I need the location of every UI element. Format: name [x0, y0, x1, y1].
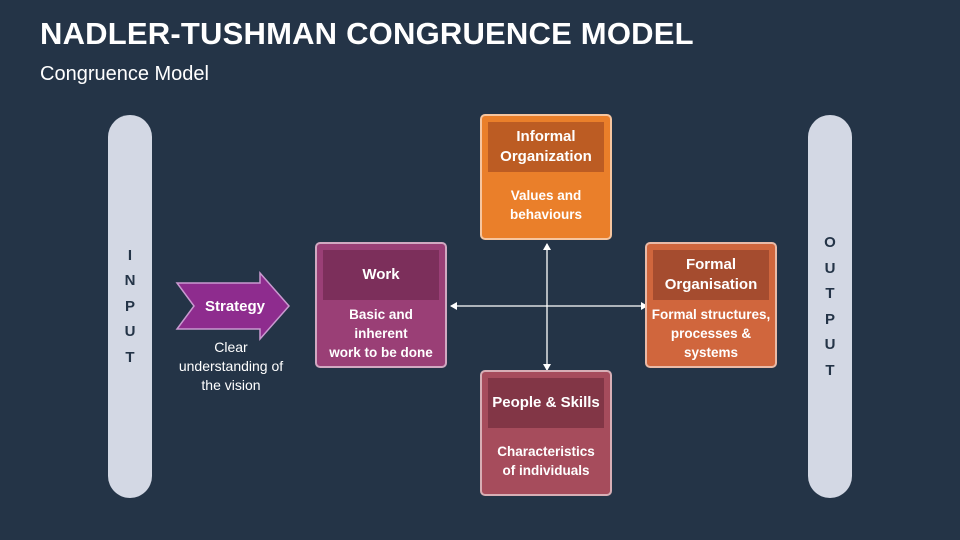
- informal-desc-line: behaviours: [509, 207, 583, 222]
- input-bar: I N P U T: [108, 115, 152, 498]
- work-title: Work: [323, 250, 439, 300]
- output-letter: U: [824, 336, 836, 353]
- strategy-desc-line: Clear: [214, 339, 248, 355]
- input-letter: N: [124, 272, 136, 290]
- formal-desc-line: processes &: [670, 325, 752, 341]
- informal-organization-description: Values and behaviours: [486, 176, 606, 234]
- output-letter: T: [825, 361, 835, 379]
- output-letter: T: [825, 285, 835, 302]
- output-bar: O U T P U T: [808, 115, 852, 498]
- people-desc-line: of individuals: [502, 463, 590, 478]
- strategy-label: Strategy: [204, 297, 266, 315]
- formal-desc-line: Formal structures,: [651, 306, 771, 322]
- output-letter: P: [824, 310, 835, 328]
- people-skills-description: Characteristics of individuals: [486, 432, 606, 490]
- people-skills-box: People & Skills Characteristics of indiv…: [480, 370, 612, 496]
- input-letter: U: [124, 323, 136, 341]
- informal-title-line: Informal: [516, 128, 576, 145]
- strategy-desc-line: understanding of: [178, 358, 284, 374]
- formal-organisation-description: Formal structures, processes & systems: [651, 304, 771, 362]
- page-subtitle: Congruence Model: [40, 63, 209, 85]
- input-letter: I: [127, 246, 133, 264]
- input-bar-label: I N P U T: [125, 243, 136, 371]
- formal-desc-line: systems: [683, 344, 739, 360]
- output-letter: U: [824, 259, 836, 277]
- work-box: Work Basic and inherent work to be done: [315, 242, 447, 368]
- people-desc-line: Characteristics: [497, 444, 595, 459]
- formal-title-line: Organisation: [664, 276, 758, 293]
- work-description: Basic and inherent work to be done: [321, 304, 441, 362]
- informal-organization-title: Informal Organization: [488, 122, 604, 172]
- output-letter: O: [824, 234, 836, 251]
- informal-title-line: Organization: [500, 148, 592, 165]
- page-title: NADLER-TUSHMAN CONGRUENCE MODEL: [40, 16, 694, 51]
- informal-organization-box: Informal Organization Values and behavio…: [480, 114, 612, 240]
- input-letter: T: [125, 348, 135, 366]
- formal-organisation-title: Formal Organisation: [653, 250, 769, 300]
- informal-desc-line: Values and: [510, 188, 582, 203]
- formal-title-line: Formal: [685, 256, 736, 273]
- strategy-desc-line: the vision: [201, 377, 261, 393]
- formal-organisation-box: Formal Organisation Formal structures, p…: [645, 242, 777, 368]
- output-bar-label: O U T P U T: [824, 230, 836, 383]
- people-skills-title: People & Skills: [488, 378, 604, 428]
- work-desc-line: Basic and inherent: [349, 306, 413, 341]
- strategy-chevron: [175, 271, 290, 341]
- input-letter: P: [124, 297, 135, 315]
- work-desc-line: work to be done: [329, 344, 433, 360]
- strategy-description: Clear understanding of the vision: [171, 338, 291, 395]
